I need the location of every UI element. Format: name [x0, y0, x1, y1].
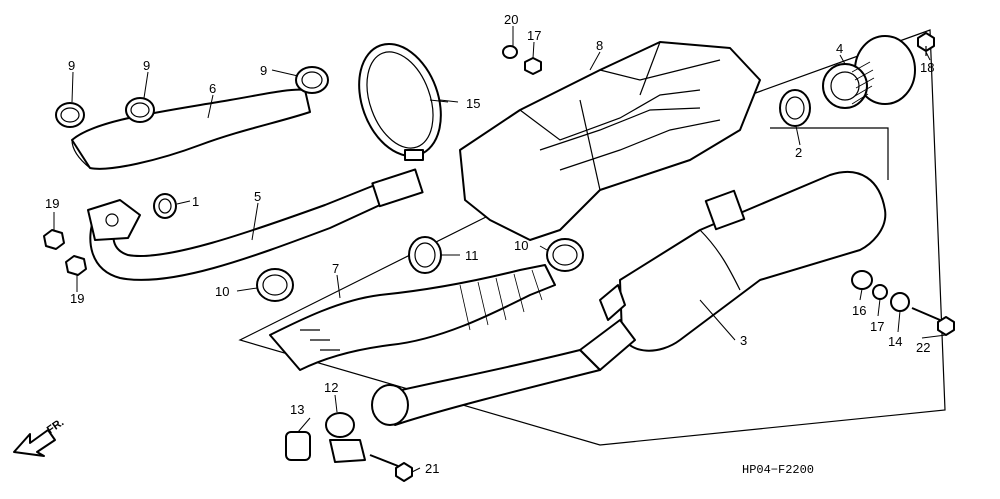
callout-4: 4 — [836, 41, 843, 56]
callouts: 9 9 9 6 15 1 5 19 19 20 17 8 4 18 2 11 1… — [45, 12, 934, 476]
part-11-clamp[interactable] — [408, 236, 442, 274]
part-10-clamp-right[interactable] — [546, 238, 584, 272]
part-14-collar[interactable] — [890, 292, 910, 312]
part-15-band[interactable] — [344, 33, 455, 168]
part-13-damper[interactable] — [285, 431, 311, 461]
part-7-lower-protector[interactable] — [269, 264, 556, 371]
part-9-clamp-middle[interactable] — [125, 97, 155, 123]
callout-6: 6 — [209, 81, 216, 96]
callout-19a: 19 — [45, 196, 59, 211]
part-16-grommet[interactable] — [851, 270, 873, 290]
part-5-exhaust-pipe[interactable] — [87, 168, 424, 281]
part-3-muffler[interactable] — [371, 170, 887, 426]
part-22-bolt[interactable] — [911, 307, 955, 336]
leader-lines — [53, 26, 947, 473]
part-10-clamp-left[interactable] — [256, 268, 294, 302]
figure-code: HP04−F2200 — [742, 463, 814, 477]
callout-11: 11 — [465, 248, 479, 263]
callout-15: 15 — [466, 96, 480, 111]
callout-5: 5 — [254, 189, 261, 204]
part-4-spark-arrester[interactable] — [822, 35, 916, 109]
callout-3: 3 — [740, 333, 747, 348]
part-6-pipe-protector[interactable] — [71, 88, 311, 170]
part-9-clamp-right[interactable] — [295, 66, 329, 94]
part-17-washer-right[interactable] — [872, 284, 888, 300]
part-8-heat-shield[interactable] — [459, 41, 761, 241]
part-19-nut-lower[interactable] — [65, 255, 87, 276]
part-18-bolt[interactable] — [917, 32, 935, 56]
callout-13: 13 — [290, 402, 304, 417]
part-20-nut[interactable] — [502, 45, 518, 59]
part-12-bracket[interactable] — [325, 412, 366, 463]
callout-7: 7 — [332, 261, 339, 276]
part-21-bolt[interactable] — [369, 454, 413, 482]
part-1-gasket[interactable] — [153, 193, 177, 219]
callout-22: 22 — [916, 340, 930, 355]
callout-21: 21 — [425, 461, 439, 476]
part-17-washer-top[interactable] — [524, 57, 542, 75]
front-direction-indicator: FR. — [13, 416, 66, 457]
callout-10b: 10 — [215, 284, 229, 299]
callout-10a: 10 — [514, 238, 528, 253]
part-19-nut-upper[interactable] — [43, 229, 65, 250]
callout-14: 14 — [888, 334, 902, 349]
callout-20: 20 — [504, 12, 518, 27]
callout-9b: 9 — [143, 58, 150, 73]
part-9-clamp-left[interactable] — [55, 102, 85, 128]
callout-2: 2 — [795, 145, 802, 160]
callout-8: 8 — [596, 38, 603, 53]
callout-19b: 19 — [70, 291, 84, 306]
callout-9a: 9 — [68, 58, 75, 73]
callout-16: 16 — [852, 303, 866, 318]
callout-12: 12 — [324, 380, 338, 395]
callout-9c: 9 — [260, 63, 267, 78]
callout-17a: 17 — [527, 28, 541, 43]
callout-1: 1 — [192, 194, 199, 209]
part-2-gasket-ring[interactable] — [779, 89, 811, 127]
callout-18: 18 — [920, 60, 934, 75]
callout-17b: 17 — [870, 319, 884, 334]
front-arrow-icon — [13, 429, 56, 457]
